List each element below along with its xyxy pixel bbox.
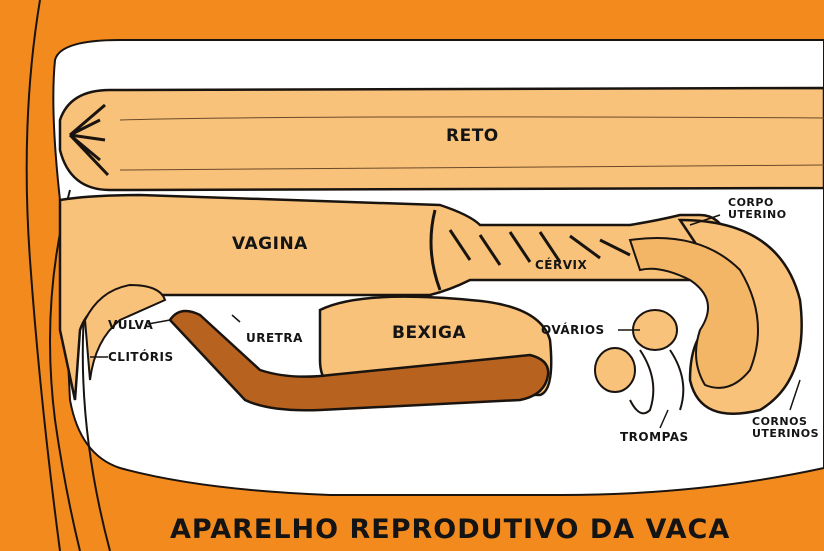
label-corpo-uterino: CORPO UTERINO [728,197,787,221]
label-trompas: TROMPAS [620,430,689,444]
ovary-lower [595,348,635,392]
label-vulva: VULVA [108,318,153,332]
label-corpo-uterino-line2: UTERINO [728,209,787,221]
label-vagina: VAGINA [232,234,308,254]
diagram-title: APARELHO REPRODUTIVO DA VACA [170,514,730,545]
label-cornos-uterinos: CORNOS UTERINOS [752,416,819,440]
rectum-shape [60,88,824,190]
label-uretra: URETRA [246,331,303,345]
label-cornos-uterinos-line2: UTERINOS [752,428,819,440]
label-cervix: CÉRVIX [535,258,587,272]
label-clitoris: CLITÓRIS [108,350,174,364]
label-ovarios: OVÁRIOS [541,323,605,337]
label-bexiga: BEXIGA [392,323,466,343]
label-reto: RETO [446,126,499,146]
